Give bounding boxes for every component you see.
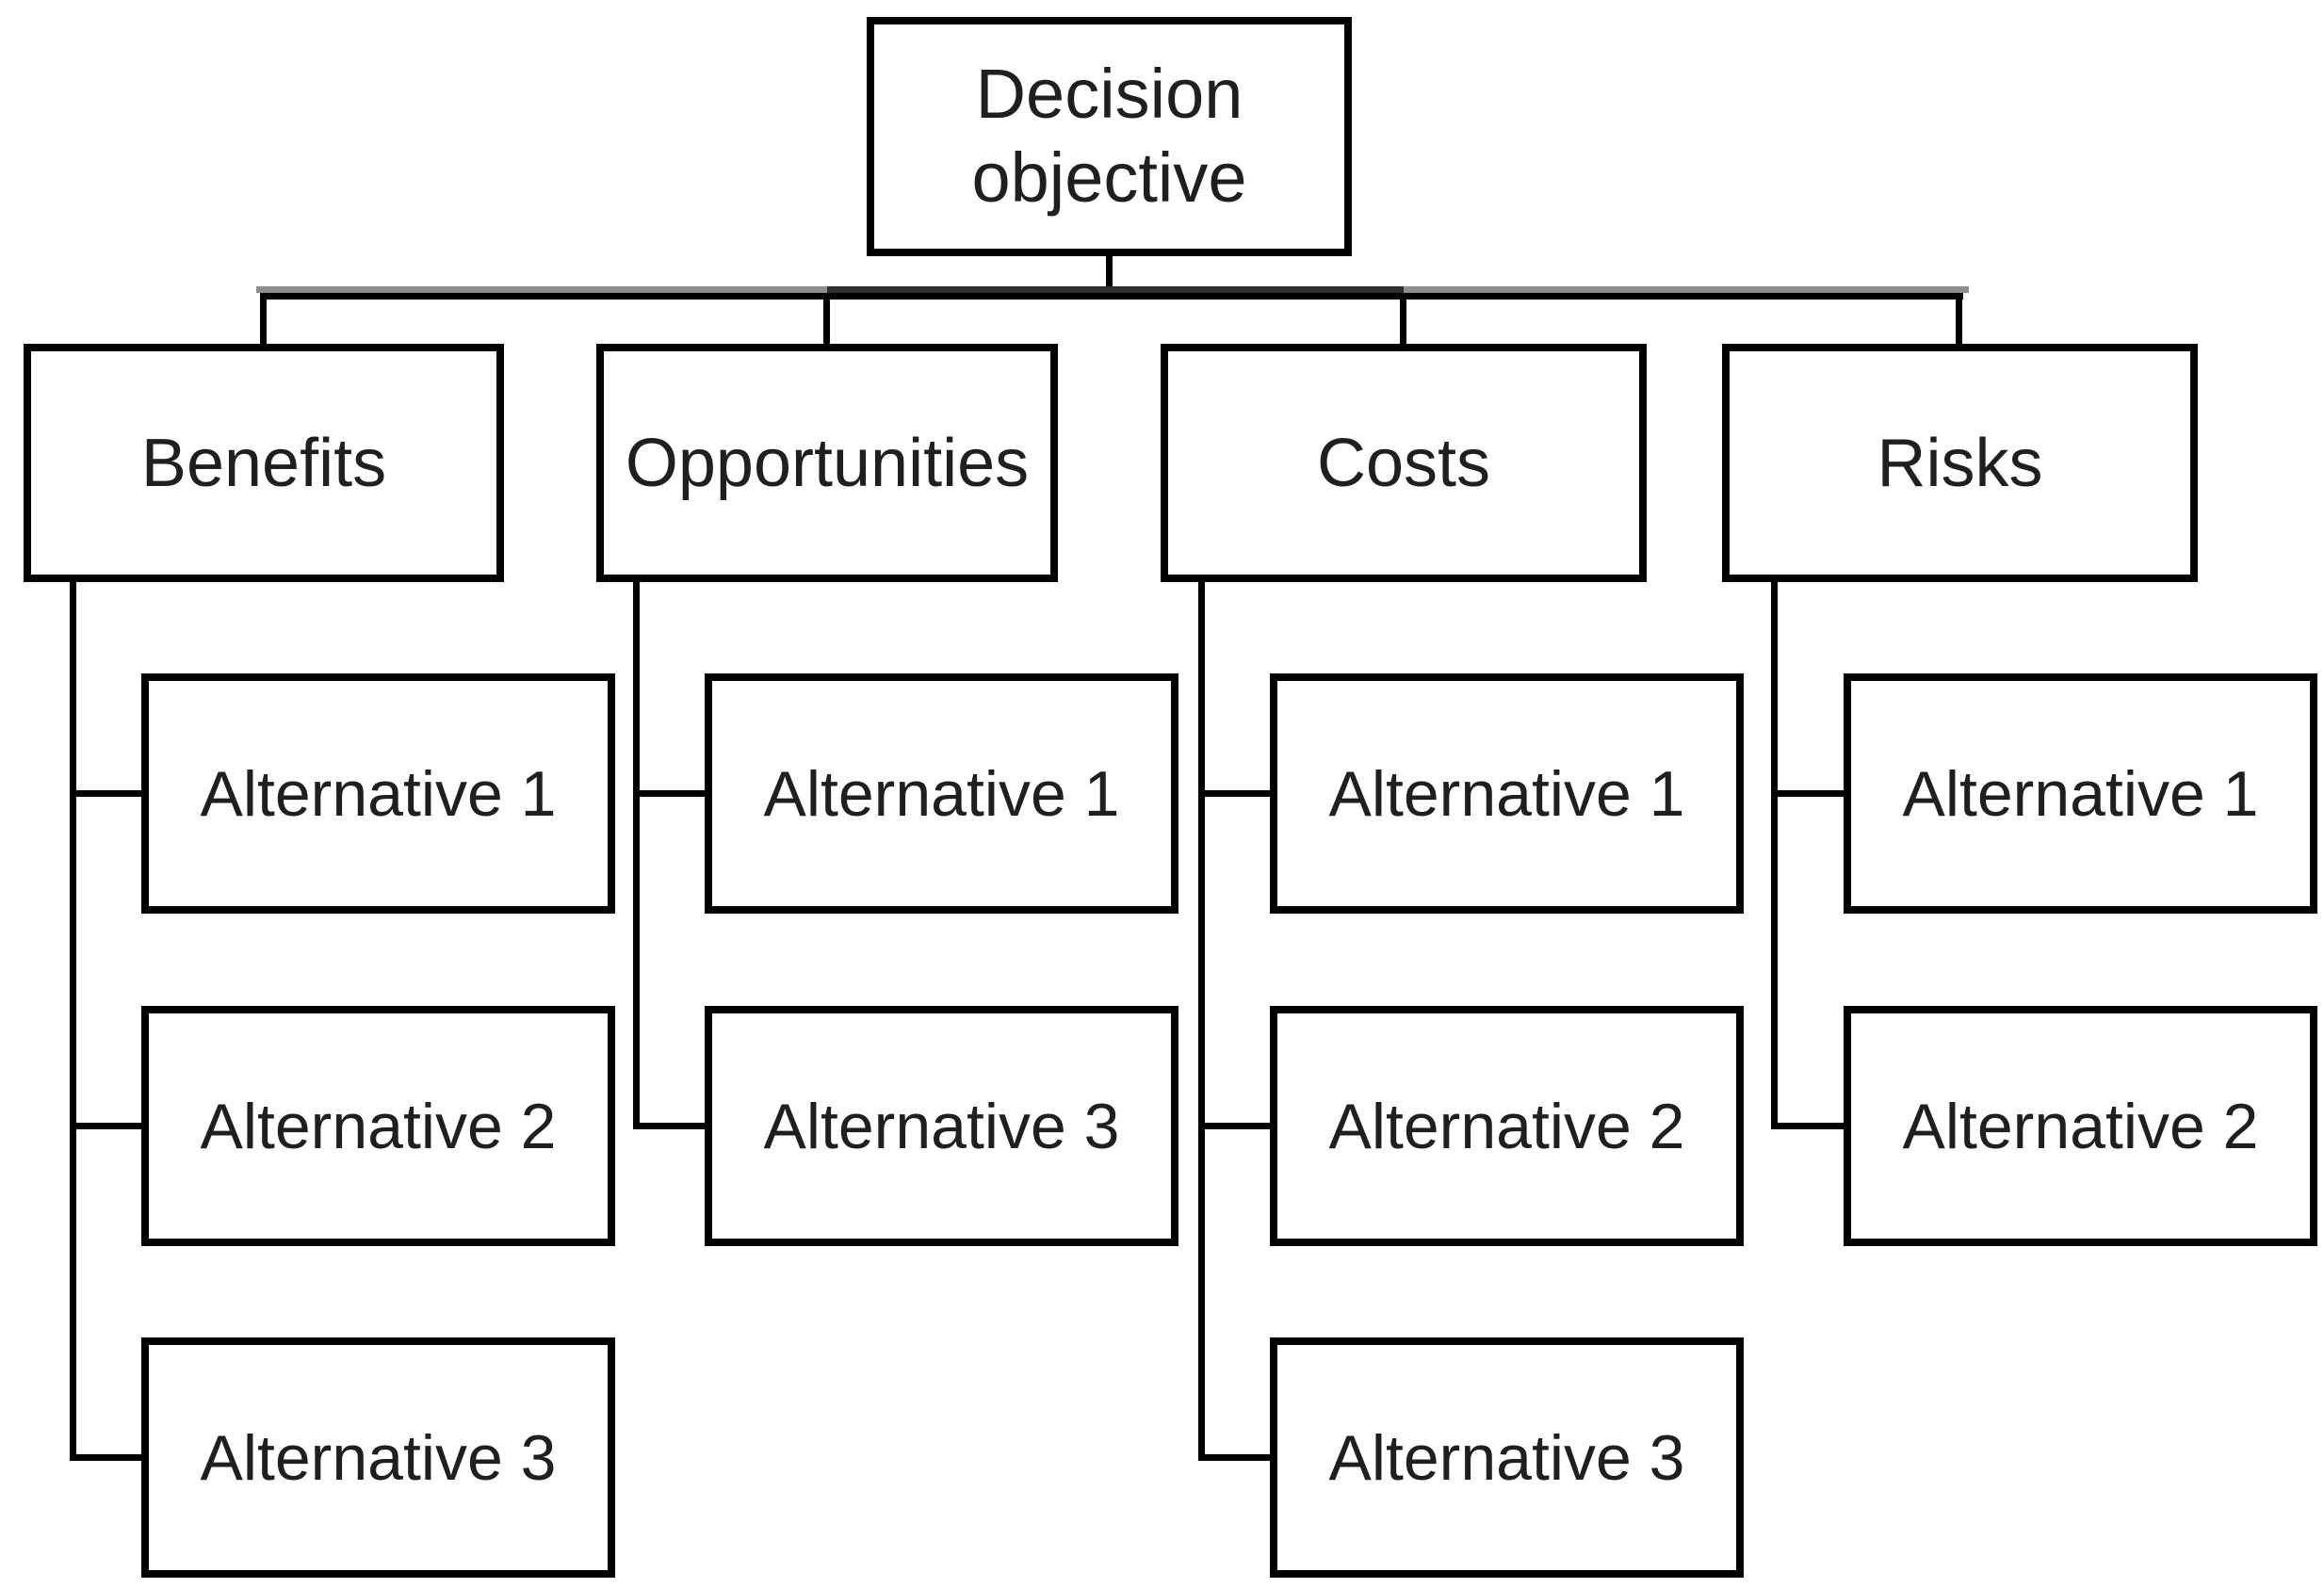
connector-stub-benefits-alt1 — [72, 790, 141, 797]
connector-branch-echo-left — [256, 286, 827, 293]
node-costs-alternative-2-label: Alternative 2 — [1328, 1090, 1685, 1162]
connector-stub-costs-alt1 — [1200, 790, 1270, 797]
node-benefits-alternative-1: Alternative 1 — [141, 673, 615, 914]
node-risks-alternative-2: Alternative 2 — [1844, 1006, 2317, 1246]
node-costs-alternative-1: Alternative 1 — [1270, 673, 1744, 914]
node-benefits-alternative-3-label: Alternative 3 — [200, 1421, 557, 1494]
node-costs-alternative-1-label: Alternative 1 — [1328, 757, 1685, 830]
connector-drop-opportunities — [823, 293, 830, 347]
node-benefits-alternative-3: Alternative 3 — [141, 1337, 615, 1578]
node-decision-objective-label: Decision objective — [971, 55, 1247, 217]
connector-drop-benefits — [260, 293, 267, 347]
node-risks: Risks — [1722, 344, 2198, 582]
connector-drop-costs — [1400, 293, 1406, 347]
connector-branch-echo-right — [1404, 286, 1969, 293]
connector-stub-risks-alt2 — [1773, 1123, 1844, 1129]
node-benefits-alternative-2: Alternative 2 — [141, 1006, 615, 1246]
node-benefits: Benefits — [24, 344, 504, 582]
node-costs: Costs — [1161, 344, 1647, 582]
node-costs-label: Costs — [1316, 425, 1491, 501]
node-costs-alternative-3-label: Alternative 3 — [1328, 1421, 1685, 1494]
connector-stub-opportunities-alt3 — [635, 1123, 705, 1129]
connector-root-drop — [1106, 254, 1113, 300]
connector-opportunities-vertical — [633, 576, 640, 1129]
connector-benefits-vertical — [70, 576, 76, 1461]
node-risks-alternative-2-label: Alternative 2 — [1902, 1090, 2259, 1162]
node-risks-alternative-1: Alternative 1 — [1844, 673, 2317, 914]
node-benefits-alternative-2-label: Alternative 2 — [200, 1090, 557, 1162]
node-risks-alternative-1-label: Alternative 1 — [1902, 757, 2259, 830]
node-decision-objective: Decision objective — [867, 17, 1352, 256]
node-opportunities-label: Opportunities — [625, 425, 1030, 501]
node-benefits-alternative-1-label: Alternative 1 — [200, 757, 557, 830]
node-opportunities-alternative-1: Alternative 1 — [705, 673, 1178, 914]
connector-costs-vertical — [1198, 576, 1205, 1461]
node-benefits-label: Benefits — [140, 425, 387, 501]
node-costs-alternative-2: Alternative 2 — [1270, 1006, 1744, 1246]
node-opportunities-alternative-3: Alternative 3 — [705, 1006, 1178, 1246]
connector-stub-costs-alt3 — [1200, 1454, 1270, 1461]
connector-branch-horizontal — [260, 293, 1963, 300]
connector-branch-echo-middle — [827, 286, 1404, 293]
connector-stub-benefits-alt3 — [72, 1454, 141, 1461]
node-opportunities: Opportunities — [596, 344, 1058, 582]
node-costs-alternative-3: Alternative 3 — [1270, 1337, 1744, 1578]
connector-stub-risks-alt1 — [1773, 790, 1844, 797]
node-opportunities-alternative-3-label: Alternative 3 — [763, 1090, 1120, 1162]
connector-risks-vertical — [1771, 576, 1778, 1129]
connector-stub-opportunities-alt1 — [635, 790, 705, 797]
connector-stub-costs-alt2 — [1200, 1123, 1270, 1129]
connector-drop-risks — [1956, 293, 1962, 347]
connector-stub-benefits-alt2 — [72, 1123, 141, 1129]
node-risks-label: Risks — [1877, 425, 2043, 501]
node-opportunities-alternative-1-label: Alternative 1 — [763, 757, 1120, 830]
